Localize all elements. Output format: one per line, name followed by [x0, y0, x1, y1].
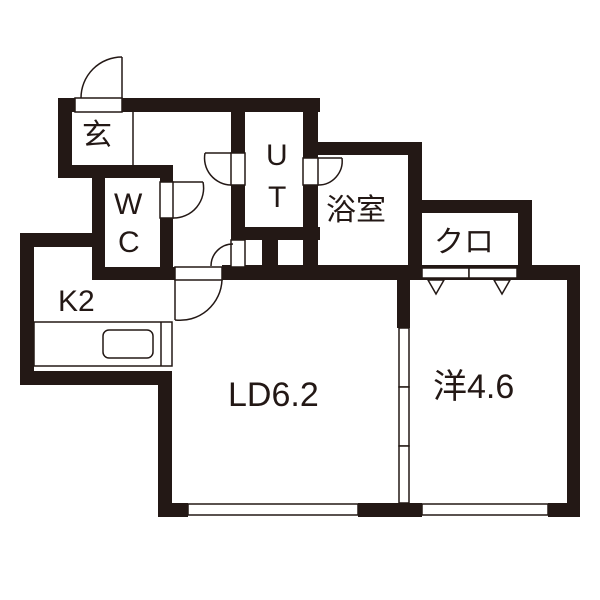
room-label-kitchen: K2 [58, 285, 95, 318]
room-label-genkan: 玄 [82, 119, 112, 152]
room-label-wc-line1: W [114, 188, 143, 221]
fixtures [33, 56, 549, 516]
room-label-bath: 浴室 [326, 194, 386, 227]
room-label-western-room: 洋4.6 [433, 368, 515, 406]
walls [20, 98, 580, 517]
room-label-ut-line1: U [266, 139, 288, 172]
room-label-ut-line2: T [268, 181, 287, 214]
room-label-closet: クロ [434, 226, 494, 259]
room-label-wc-line2: C [118, 226, 140, 259]
room-label-living-dining: LD6.2 [228, 376, 319, 414]
